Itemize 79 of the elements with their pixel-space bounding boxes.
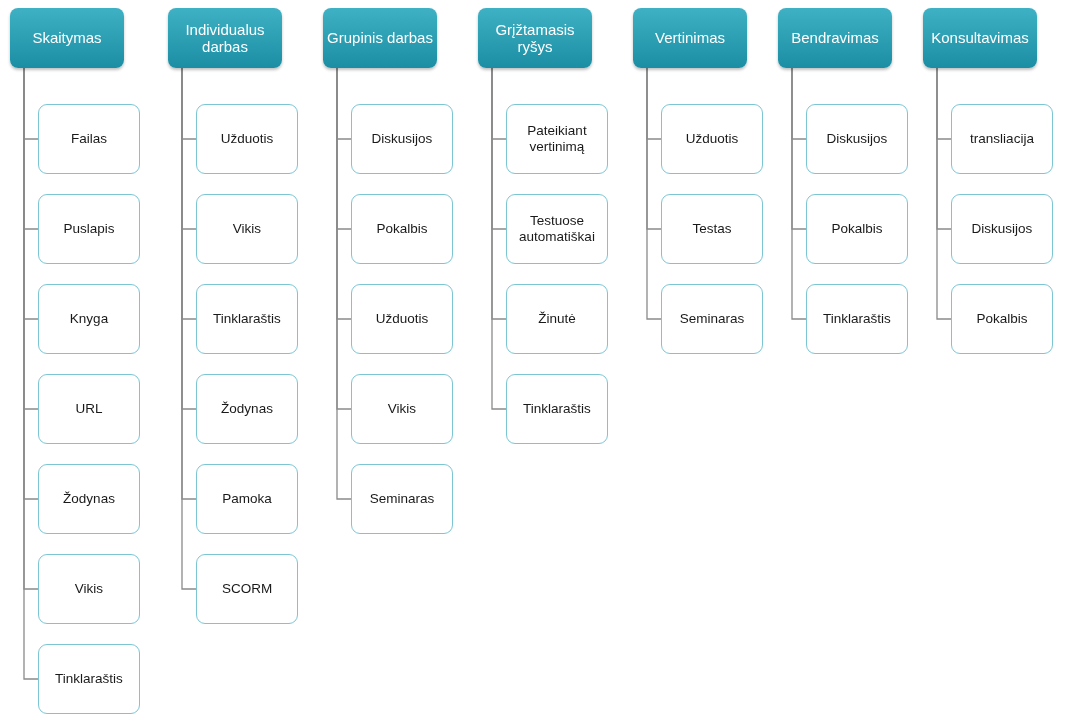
activity-box — [351, 284, 453, 354]
activity-label: transliacija — [970, 130, 1034, 148]
activity-box — [951, 104, 1053, 174]
category-header — [923, 8, 1037, 68]
activity-label: Užduotis — [220, 130, 274, 148]
activity-box — [351, 374, 453, 444]
activity-box — [196, 194, 298, 264]
category-header — [633, 8, 747, 68]
activity-box — [806, 194, 908, 264]
activity-label: Tinklaraštis — [523, 400, 591, 418]
category-header — [168, 8, 282, 68]
activity-box — [196, 464, 298, 534]
activity-label: Vikis — [74, 580, 104, 598]
category-title: Konsultavimas — [931, 29, 1029, 47]
activity-box — [196, 554, 298, 624]
category-header — [778, 8, 892, 68]
activity-label: Knyga — [69, 310, 109, 328]
activity-label: Diskusijos — [826, 130, 888, 148]
activity-box — [38, 374, 140, 444]
activity-label: Užduotis — [375, 310, 429, 328]
connector-line — [936, 67, 952, 320]
category-header — [323, 8, 437, 68]
activity-label: Tinklaraštis — [213, 310, 281, 328]
activity-box — [351, 464, 453, 534]
category-title: Skaitymas — [32, 29, 102, 47]
activity-box — [506, 374, 608, 444]
activity-box — [506, 104, 608, 174]
activity-box — [661, 284, 763, 354]
activity-label: Žodynas — [63, 490, 115, 508]
activity-box — [196, 284, 298, 354]
activity-box — [951, 194, 1053, 264]
activity-box — [38, 104, 140, 174]
activity-box — [196, 104, 298, 174]
activity-box — [806, 104, 908, 174]
activity-box — [661, 104, 763, 174]
activity-label: Seminaras — [369, 490, 435, 508]
category-title: Vertinimas — [655, 29, 725, 47]
activity-label: Užduotis — [685, 130, 739, 148]
activity-label: Testuose automatiškai — [518, 212, 596, 246]
category-title: Grįžtamasis ryšys — [494, 20, 576, 56]
activity-box — [951, 284, 1053, 354]
activity-label: Žodynas — [221, 400, 273, 418]
activity-label: Pamoka — [222, 490, 272, 508]
activity-box — [38, 284, 140, 354]
category-header — [10, 8, 124, 68]
category-title: Grupinis darbas — [327, 29, 433, 47]
connector-line — [646, 67, 662, 320]
activity-box — [661, 194, 763, 264]
activity-label: Pateikiant vertinimą — [526, 122, 588, 156]
activity-box — [806, 284, 908, 354]
activity-label: Tinklaraštis — [55, 670, 123, 688]
activity-box — [506, 284, 608, 354]
activity-label: Diskusijos — [971, 220, 1033, 238]
category-title: Individualus darbas — [184, 20, 266, 56]
activity-label: URL — [75, 400, 103, 418]
activity-label: Žinutė — [538, 310, 576, 328]
activity-box — [351, 194, 453, 264]
activity-box — [38, 644, 140, 714]
activity-label: Seminaras — [679, 310, 745, 328]
activity-label: Pokalbis — [976, 310, 1028, 328]
connector-line — [791, 67, 807, 320]
activity-label: Diskusijos — [371, 130, 433, 148]
activity-box — [38, 464, 140, 534]
activity-label: Failas — [71, 130, 107, 148]
activity-box — [506, 194, 608, 264]
activity-box — [196, 374, 298, 444]
activity-label: Vikis — [387, 400, 417, 418]
activity-label: Pokalbis — [376, 220, 428, 238]
activity-label: Puslapis — [63, 220, 115, 238]
category-header — [478, 8, 592, 68]
activity-label: Tinklaraštis — [823, 310, 891, 328]
activity-box — [38, 194, 140, 264]
activity-label: Testas — [692, 220, 732, 238]
activity-box — [38, 554, 140, 624]
activity-box — [351, 104, 453, 174]
activity-label: SCORM — [221, 580, 273, 598]
activity-label: Pokalbis — [831, 220, 883, 238]
category-title: Bendravimas — [791, 29, 879, 47]
activity-label: Vikis — [232, 220, 262, 238]
